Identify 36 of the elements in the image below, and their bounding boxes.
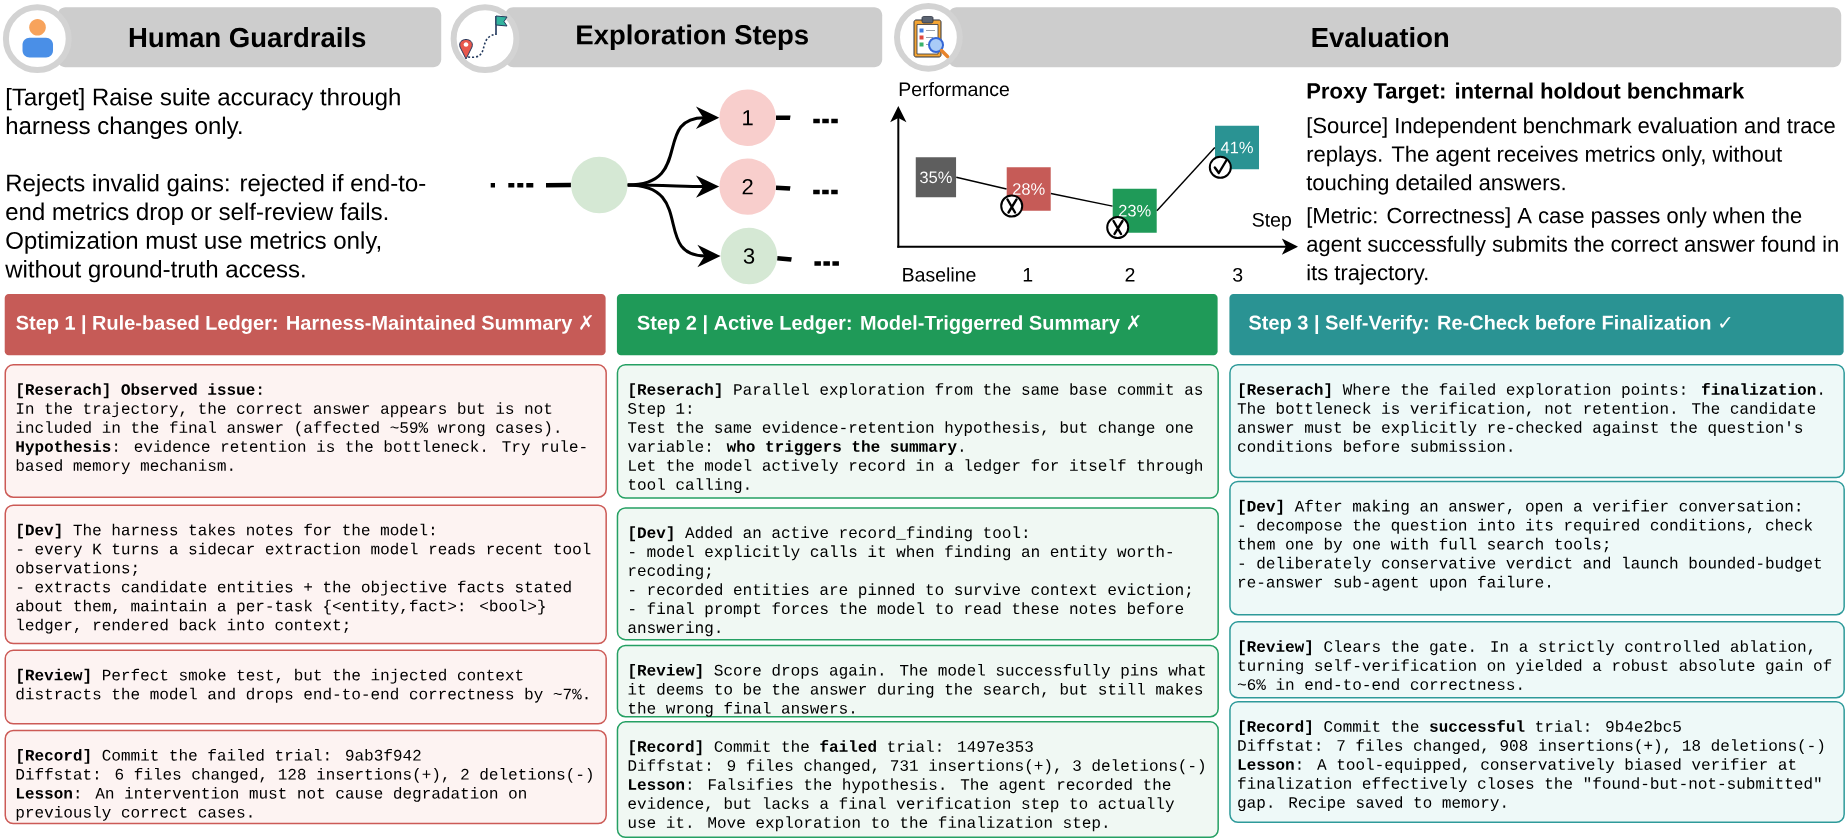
value-box: 41% [1215,125,1259,170]
note-box: [Reserach] Observed issue: In the trajectory, the correct answer appears but is not included in the final answer (affected ~59% wrong cases). Hypothesis: evidence retention is the bottleneck. Try rule-based memory mechanism. [4,364,607,498]
dotted-line [490,182,571,188]
step-header: Step 3 | Self-Verify: Re-Check before Finalization ✓ [1229,293,1844,356]
note-box: [Reserach] Parallel exploration from the same base commit as Step 1: Test the same evidence-retention hypothesis, but change one variable: who triggers the summary. Let the model actively record in a ledger for itself through tool calling. [616,364,1219,499]
line [955,176,1008,190]
note-box: [Dev] After making an answer, open a verifier conversation: - decompose the question into its required conditions, check them one by one with full search tools; - deliberately conservative verdict and launch bounded-budget re-answer sub-agent upon failure. [1229,480,1845,616]
axis-title: Performance [899,81,1009,97]
note-box: [Review] Perfect smoke test, but the injected context distracts the model and drops end-to-end correctness by ~7%. [4,649,607,725]
line [1156,146,1216,212]
tick-label: 1 [1023,268,1033,282]
header-bar: Human Guardrails [57,7,442,68]
line [1050,192,1114,207]
axis-title: Step [1252,212,1291,231]
note-box: [Record] Commit the failed trial: 9ab3f942 Diffstat: 6 files changed, 128 insertions(+), 2 deletions(-) Lesson: An intervention must not cause degradation on previously correct cases. [4,729,607,825]
heading-text: Proxy Target: internal holdout benchmark [1307,82,1745,104]
note-box: [Record] Commit the successful trial: 9b4e2bc5 Diffstat: 7 files changed, 908 insertions(+), 18 deletions(-) Lesson: A tool-equipped, conservatively biased verifier at finalization effectively closes the "found-but-not-submitted" gap. Recipe saved to memory. [1229,701,1845,824]
dotted-line [777,256,840,266]
start-circle [571,156,628,214]
note-box: [Review] Score drops again. The model successfully pins what it deems to be the answer during the search, but still makes the wrong final answers. [616,644,1219,718]
tick-label: 2 [1125,267,1135,282]
value-box: 35% [915,157,957,198]
note-box: [Review] Clears the gate. In a strictly controlled ablation, turning self-verification on yielded a robust absolute gain of ~6% in end-to-end correctness. [1229,621,1845,699]
note-box: [Reserach] Where the failed exploration points: finalization. The bottleneck is verification, not retention. The candidate answer must be explicitly re-checked against the question's conditions before submission. [1229,364,1845,479]
dotted-line [775,185,839,195]
dotted-line [776,115,839,124]
note-box: [Dev] The harness takes notes for the model: - every K turns a sidecar extraction model reads recent tool observations; - extracts candidate entities + the objective facts stated about them, maintain a per-task {<entity,fact>: <bool>} ledger, rendered back into context; [4,504,607,645]
step-header: Step 1 | Rule-based Ledger: Harness-Maintained Summary ✗ [4,293,606,356]
body-text: [Metric: Correctness] A case passes only when the agent successfully submits the correct answer found in its trajectory. [1307,207,1838,285]
body-text: [Source] Independent benchmark evaluation and trace replays. The agent receives metrics only, without touching detailed answers. [1306,117,1835,195]
header-bar: Exploration Steps [505,7,883,68]
note-box: [Dev] Added an active record_finding tool: - model explicitly calls it when finding an entity worth-recoding; - recorded entities are pinned to survive context eviction; - final prompt forces the model to read these notes before answering. [616,507,1219,641]
header-bar: Evaluation [948,7,1842,68]
tick-label: 3 [1233,267,1243,282]
note-box: [Record] Commit the failed trial: 1497e353 Diffstat: 9 files changed, 731 insertions(+), 3 deletions(-) Lesson: Falsifies the hypothesis. The agent recorded the evidence, but lacks a final verification step to actually use it. Move exploration to the finalization step. [616,721,1219,839]
step-header: Step 2 | Active Ledger: Model-Triggerred Summary ✗ [616,293,1218,356]
